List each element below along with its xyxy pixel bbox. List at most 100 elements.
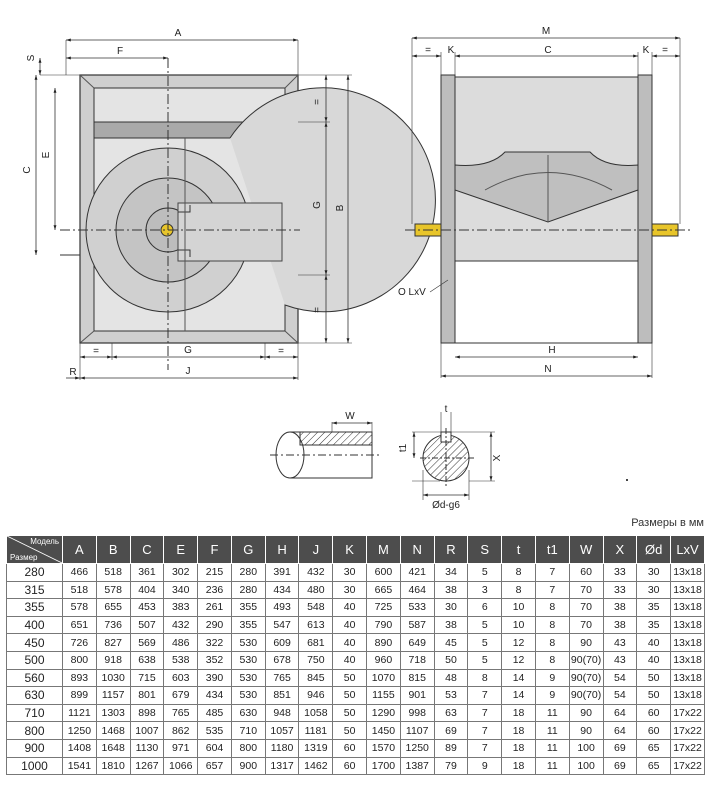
dim-label-e: E xyxy=(41,151,52,158)
table-cell: 464 xyxy=(399,580,435,600)
table-header-cell: F xyxy=(197,535,232,564)
table-cell: 815 xyxy=(399,668,435,688)
keyway-hatch xyxy=(299,431,373,446)
technical-drawing: A F S C E = G = B = G = xyxy=(22,26,690,510)
table-cell: 54 xyxy=(602,668,638,688)
table-cell: 3 xyxy=(467,580,503,600)
table-cell: 30 xyxy=(332,580,368,600)
table-cell: 765 xyxy=(163,703,199,723)
table-cell: 7 xyxy=(534,580,570,600)
table-cell: 609 xyxy=(264,633,300,652)
table-cell: 38 xyxy=(433,580,469,600)
table-cell: 715 xyxy=(129,668,165,688)
table-cell: 50 xyxy=(433,650,469,670)
table-cell: 383 xyxy=(163,598,199,617)
table-cell: 38 xyxy=(433,615,469,635)
table-cell: 11 xyxy=(534,721,570,740)
table-cell: 718 xyxy=(399,650,435,670)
table-cell: 5 xyxy=(467,563,503,582)
table-cell: 50 xyxy=(332,686,368,705)
table-header-cell: N xyxy=(399,535,435,564)
table-cell: 890 xyxy=(366,633,401,652)
table-cell: 1157 xyxy=(95,686,131,705)
table-cell: 604 xyxy=(197,738,232,758)
table-cell: 53 xyxy=(433,686,469,705)
table-header-cell: t xyxy=(501,535,536,564)
table-cell: 538 xyxy=(163,650,199,670)
table-cell: 38 xyxy=(602,598,638,617)
table-cell: 13x18 xyxy=(670,633,705,652)
table-cell: 65 xyxy=(636,738,672,758)
dim-eq-bottom: = xyxy=(312,307,323,313)
table-cell: 7 xyxy=(467,686,503,705)
table-cell: 434 xyxy=(197,686,232,705)
table-cell: 50 xyxy=(636,686,672,705)
table-cell: 827 xyxy=(95,633,131,652)
table-cell: 5 xyxy=(467,633,503,652)
table-cell: 486 xyxy=(163,633,199,652)
table-cell: 1450 xyxy=(366,721,401,740)
table-cell: 901 xyxy=(399,686,435,705)
table-cell: 8 xyxy=(534,650,570,670)
dim-eq-right: = xyxy=(278,346,284,357)
table-header-cell: X xyxy=(602,535,638,564)
side-label-c: C xyxy=(544,45,551,56)
dim-label-s: S xyxy=(26,54,37,61)
table-cell: 30 xyxy=(433,598,469,617)
table-header-cell: Ød xyxy=(636,535,672,564)
table-cell: 70 xyxy=(568,580,604,600)
table-cell: 38 xyxy=(602,615,638,635)
table-cell: 40 xyxy=(332,598,368,617)
table-cell: 8 xyxy=(534,633,570,652)
table-cell-size: 400 xyxy=(6,615,63,635)
table-cell: 50 xyxy=(636,668,672,688)
table-cell: 280 xyxy=(230,580,266,600)
table-header-cell: M xyxy=(366,535,401,564)
side-label-k-left: K xyxy=(448,45,455,56)
side-label-n: N xyxy=(544,364,551,375)
table-cell: 355 xyxy=(230,615,266,635)
table-cell-size: 500 xyxy=(6,650,63,670)
table-cell: 17x22 xyxy=(670,756,705,776)
table-cell: 432 xyxy=(298,563,334,582)
table-header-cell: H xyxy=(264,535,300,564)
units-note: Размеры в мм xyxy=(631,517,704,529)
table-cell-size: 280 xyxy=(6,563,63,582)
table-cell-size: 450 xyxy=(6,633,63,652)
table-cell: 90(70) xyxy=(568,650,604,670)
table-cell: 1570 xyxy=(366,738,401,758)
side-label-lxv: O LxV xyxy=(398,287,426,298)
table-cell: 530 xyxy=(230,650,266,670)
dim-label-b: B xyxy=(335,204,346,211)
table-cell: 30 xyxy=(332,563,368,582)
table-cell: 1810 xyxy=(95,756,131,776)
table-cell: 50 xyxy=(332,703,368,723)
table-cell: 750 xyxy=(298,650,334,670)
table-cell-size: 800 xyxy=(6,721,63,740)
table-cell: 679 xyxy=(163,686,199,705)
table-cell: 43 xyxy=(602,633,638,652)
table-cell: 8 xyxy=(501,580,536,600)
table-cell: 60 xyxy=(636,721,672,740)
table-cell: 1468 xyxy=(95,721,131,740)
table-cell: 899 xyxy=(62,686,97,705)
table-cell: 998 xyxy=(399,703,435,723)
table-cell: 800 xyxy=(62,650,97,670)
table-cell: 13x18 xyxy=(670,598,705,617)
table-cell: 50 xyxy=(332,668,368,688)
table-cell: 17x22 xyxy=(670,721,705,740)
table-cell: 11 xyxy=(534,756,570,776)
shaft-detail: W t t1 X Ød-g6 xyxy=(270,404,503,510)
table-cell: 13x18 xyxy=(670,650,705,670)
detail-label-x: X xyxy=(492,454,503,461)
table-cell: 69 xyxy=(602,738,638,758)
side-view: M = K C K = O LxV H N xyxy=(398,26,690,378)
table-cell: 64 xyxy=(602,721,638,740)
